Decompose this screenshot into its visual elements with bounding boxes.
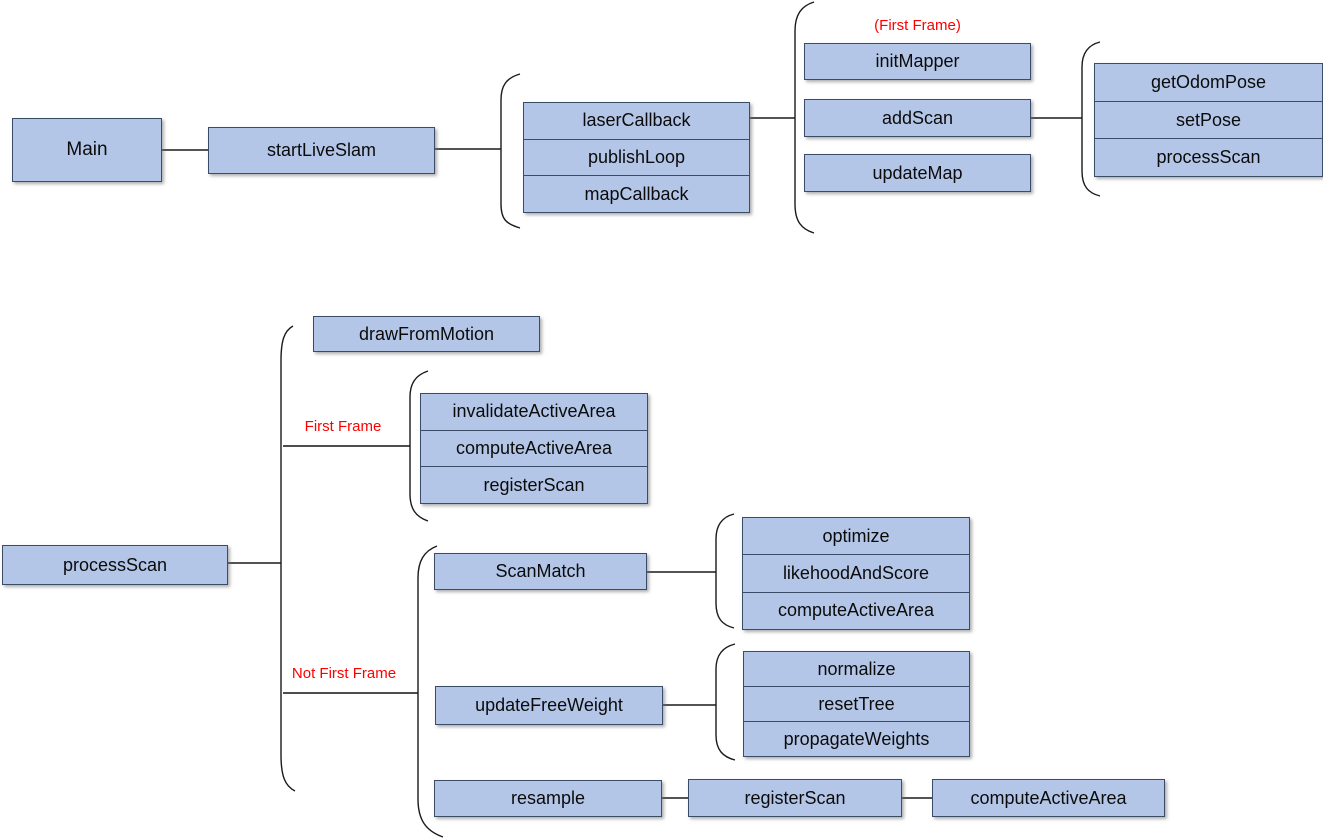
node-map-callback-label: mapCallback <box>584 183 689 204</box>
node-map-callback: mapCallback <box>524 176 749 212</box>
node-process-scan-ref-label: processScan <box>1156 147 1261 168</box>
node-publish-loop: publishLoop <box>524 140 749 177</box>
bracket-scanmatch-group <box>715 513 735 629</box>
node-add-scan-label: addScan <box>881 107 954 128</box>
bracket-mapper-group <box>794 1 815 234</box>
node-main: Main <box>12 118 162 182</box>
node-init-mapper: initMapper <box>804 43 1031 80</box>
node-invalidate-active-area: invalidateActiveArea <box>421 394 647 431</box>
node-register-scan-label: registerScan <box>744 787 846 808</box>
node-set-pose-label: setPose <box>1175 109 1242 130</box>
node-draw-from-motion: drawFromMotion <box>313 316 540 352</box>
bracket-first-frame-group <box>409 370 429 522</box>
node-add-scan: addScan <box>804 99 1031 137</box>
node-resample: resample <box>434 780 662 817</box>
node-get-odom-pose-label: getOdomPose <box>1150 71 1267 92</box>
node-update-free-weight: updateFreeWeight <box>435 686 663 725</box>
bracket-processscan-group <box>280 325 296 792</box>
node-laser-callback-label: laserCallback <box>582 110 691 131</box>
node-optimize-label: optimize <box>822 525 890 546</box>
bracket-callbacks-group <box>500 73 521 229</box>
label-first-frame: First Frame <box>304 418 382 435</box>
node-optimize: optimize <box>743 518 969 556</box>
node-update-free-weight-label: updateFreeWeight <box>475 695 623 715</box>
group-add-scan-calls: getOdomPose setPose processScan <box>1094 63 1323 177</box>
label-first-frame-note: (First Frame) <box>874 17 961 34</box>
node-resample-label: resample <box>510 788 586 808</box>
node-likehood-and-score: likehoodAndScore <box>743 555 969 593</box>
node-register-scan: registerScan <box>688 779 902 817</box>
node-compute-active-area-sm-label: computeActiveArea <box>777 600 935 621</box>
node-compute-active-area-label: computeActiveArea <box>970 787 1127 808</box>
node-main-label: Main <box>66 139 108 160</box>
node-invalidate-active-area-label: invalidateActiveArea <box>452 401 616 422</box>
node-reset-tree: resetTree <box>744 687 969 722</box>
group-scan-match-calls: optimize likehoodAndScore computeActiveA… <box>742 517 970 630</box>
bracket-updatefreeweight-group <box>715 643 736 761</box>
node-process-scan-label: processScan <box>62 554 168 575</box>
bracket-not-first-frame-group <box>417 545 444 838</box>
node-scan-match-label: ScanMatch <box>495 561 586 581</box>
node-normalize: normalize <box>744 652 969 687</box>
group-slam-callbacks: laserCallback publishLoop mapCallback <box>523 102 750 213</box>
node-register-scan-ff: registerScan <box>421 467 647 503</box>
node-reset-tree-label: resetTree <box>818 693 895 714</box>
node-laser-callback: laserCallback <box>524 103 749 140</box>
node-update-map: updateMap <box>804 154 1031 192</box>
node-scan-match: ScanMatch <box>434 553 647 590</box>
node-process-scan: processScan <box>2 545 228 585</box>
node-process-scan-ref: processScan <box>1095 139 1322 176</box>
label-not-first-frame: Not First Frame <box>291 665 397 682</box>
node-publish-loop-label: publishLoop <box>587 147 686 167</box>
node-register-scan-ff-label: registerScan <box>483 474 585 495</box>
node-propagate-weights: propagateWeights <box>744 722 969 756</box>
node-normalize-label: normalize <box>817 658 896 679</box>
node-compute-active-area-ff: computeActiveArea <box>421 431 647 468</box>
node-get-odom-pose: getOdomPose <box>1095 64 1322 102</box>
group-update-free-weight-calls: normalize resetTree propagateWeights <box>743 651 970 757</box>
node-compute-active-area: computeActiveArea <box>932 779 1165 817</box>
bracket-addscan-group <box>1081 41 1101 197</box>
group-first-frame-calls: invalidateActiveArea computeActiveArea r… <box>420 393 648 504</box>
node-draw-from-motion-label: drawFromMotion <box>358 323 495 344</box>
node-likehood-and-score-label: likehoodAndScore <box>782 562 930 583</box>
node-start-live-slam-label: startLiveSlam <box>266 140 377 160</box>
node-init-mapper-label: initMapper <box>875 51 960 71</box>
node-start-live-slam: startLiveSlam <box>208 127 435 174</box>
node-compute-active-area-sm: computeActiveArea <box>743 593 969 629</box>
node-compute-active-area-ff-label: computeActiveArea <box>455 438 613 458</box>
node-set-pose: setPose <box>1095 102 1322 140</box>
node-propagate-weights-label: propagateWeights <box>783 728 930 749</box>
node-update-map-label: updateMap <box>872 162 963 183</box>
